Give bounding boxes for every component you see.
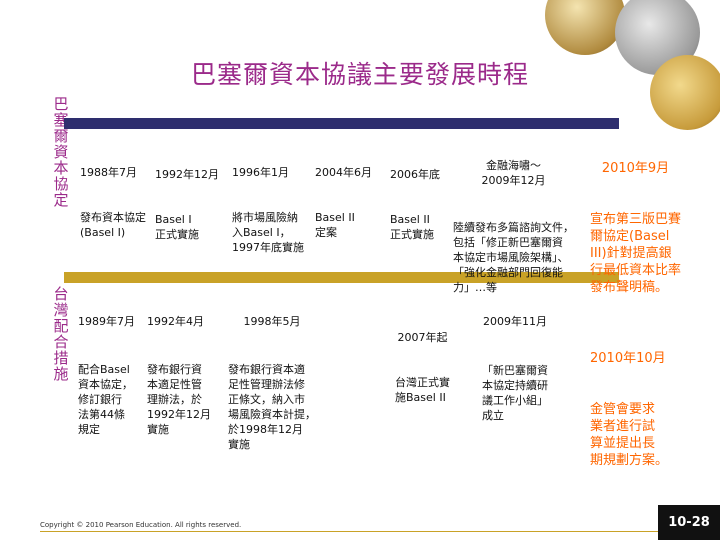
footer-divider (40, 531, 658, 532)
event-date: 1998年5月 (228, 314, 316, 329)
copyright-notice: Copyright © 2010 Pearson Education. All … (40, 521, 241, 529)
taiwan-row-label: 台灣配合措施 (52, 286, 70, 382)
event-date: 金融海嘯～ 2009年12月 (453, 158, 574, 188)
event-text: 將市場風險納 入Basel I， 1997年底實施 (232, 210, 304, 255)
taiwan-event: 2009年11月 「新巴塞爾資 本協定持續研 議工作小組」 成立 (482, 284, 548, 438)
taiwan-event: 1998年5月 發布銀行資本適 足性管理辦法修 正條文，納入市 場風險資本計提，… (228, 284, 316, 467)
taiwan-event: 1992年4月 發布銀行資 本適足性管 理辦法，於 1992年12月 實施 (147, 284, 211, 452)
basel-event: 1988年7月 發布資本協定 (Basel I) (80, 135, 146, 255)
page-number: 10-28 (658, 505, 720, 540)
event-date: 2004年6月 (315, 165, 372, 180)
taiwan-event: 1989年7月 配合Basel 資本協定， 修訂銀行 法第44條 規定 (78, 284, 135, 452)
event-text: 配合Basel 資本協定， 修訂銀行 法第44條 規定 (78, 362, 135, 437)
event-date: 2010年10月 (590, 350, 668, 367)
event-date: 1989年7月 (78, 314, 135, 329)
event-date: 2006年底 (390, 167, 440, 182)
event-text: 「新巴塞爾資 本協定持續研 議工作小組」 成立 (482, 363, 548, 423)
event-text: Basel II 正式實施 (390, 212, 440, 242)
basel-event: 1992年12月 Basel I 正式實施 (155, 137, 219, 257)
basel-event: 金融海嘯～ 2009年12月 陸續發布多篇諮詢文件， 包括「修正新巴塞爾資 本協… (453, 128, 574, 310)
event-text: Basel I 正式實施 (155, 212, 219, 242)
event-date: 1996年1月 (232, 165, 304, 180)
basel-row-label: 巴塞爾資本協定 (52, 96, 70, 208)
event-text: 發布資本協定 (Basel I) (80, 210, 146, 240)
basel-event: 2006年底 Basel II 正式實施 (390, 137, 440, 257)
event-date: 2009年11月 (482, 314, 548, 329)
event-date: 1992年4月 (147, 314, 211, 329)
event-date: 1992年12月 (155, 167, 219, 182)
event-text: 發布銀行資 本適足性管 理辦法，於 1992年12月 實施 (147, 362, 211, 437)
event-text: 台灣正式實 施Basel II (395, 375, 450, 405)
taiwan-event-highlight: 2010年10月 金管會要求 業者進行試 算並提出長 期規劃方案。 (590, 316, 668, 486)
event-text: 發布銀行資本適 足性管理辦法修 正條文，納入市 場風險資本計提， 於1998年1… (228, 362, 316, 452)
page-title: 巴塞爾資本協議主要發展時程 (0, 55, 720, 91)
event-text: Basel II 定案 (315, 210, 372, 240)
event-text: 金管會要求 業者進行試 算並提出長 期規劃方案。 (590, 401, 668, 469)
basel-event-highlight: 2010年9月 宣布第三版巴賽 爾協定(Basel III)針對提高銀 行最低資… (590, 126, 681, 313)
coin-decoration (545, 0, 625, 55)
event-date: 2007年起 (395, 330, 450, 345)
taiwan-event: 2007年起 台灣正式實 施Basel II (395, 300, 450, 420)
event-text: 宣布第三版巴賽 爾協定(Basel III)針對提高銀 行最低資本比率 發布聲明… (590, 211, 681, 296)
event-date: 1988年7月 (80, 165, 146, 180)
event-date: 2010年9月 (590, 160, 681, 177)
basel-event: 2004年6月 Basel II 定案 (315, 135, 372, 255)
basel-event: 1996年1月 將市場風險納 入Basel I， 1997年底實施 (232, 135, 304, 270)
